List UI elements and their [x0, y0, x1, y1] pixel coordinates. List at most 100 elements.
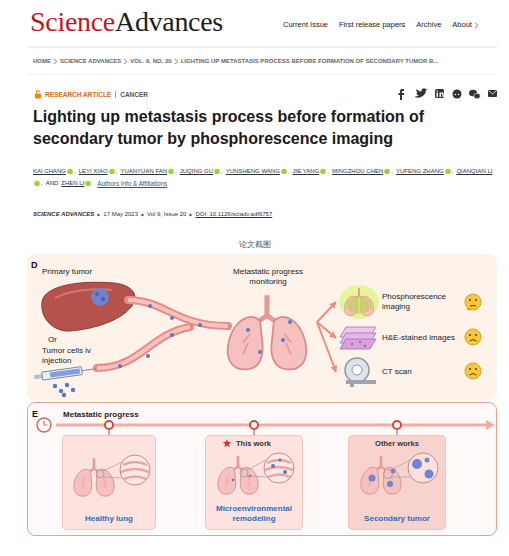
tumor-lung-illustration: [412, 459, 422, 469]
nav-link: Archive: [416, 20, 441, 30]
separator-dot: [138, 212, 147, 218]
phosphorescence-lung-icon: [346, 296, 372, 314]
orcid-icon: [281, 169, 287, 175]
social-icons: [399, 88, 498, 100]
he-slide-icon: [340, 339, 376, 349]
timeline-arrow: [56, 424, 486, 427]
author-name: LEYI XIAO: [79, 166, 108, 177]
panel-fill: [205, 435, 303, 530]
orcid-icon: [383, 168, 391, 175]
remodeling-lung-illustration: [264, 453, 294, 483]
author-name: YUANYUAN FAN: [120, 166, 167, 177]
emoji-face: [475, 368, 477, 370]
healthy-lung-illustration: [96, 470, 104, 478]
author-name: JUQING GU: [180, 166, 213, 177]
author-name: Authors Info & Affiliations: [97, 178, 167, 189]
orcid-icon: [167, 168, 175, 175]
header-rule: [27, 47, 497, 74]
ct-scanner-icon: [350, 384, 354, 387]
author-name: AND: [46, 178, 59, 189]
social-icons: [458, 94, 460, 96]
syringe-icon: [34, 374, 42, 379]
timeline-arrow: [250, 421, 258, 429]
timeline-arrow: [393, 421, 401, 429]
orcid-icon: [84, 180, 92, 187]
node-text: CT scan: [382, 367, 412, 377]
social-icons: [436, 90, 438, 92]
figure-label: Or: [48, 335, 57, 345]
remodeling-lung-illustration: [247, 460, 266, 470]
social-icons: [474, 93, 481, 98]
caption-anchor: 论文截图: [0, 233, 509, 251]
lung-illustration: [281, 338, 285, 342]
author-row: KAI CHANG,LEYI XIAO,YUANYUAN FAN,JUQING …: [33, 166, 499, 189]
author-name: ,: [221, 166, 223, 177]
orcid-icon: [109, 169, 115, 175]
figure-label: Primary tumor: [42, 267, 92, 277]
nav-row: Current IssueFirst release papersArchive…: [283, 20, 481, 30]
chevron-icon: [172, 58, 181, 65]
flow-arrow: [317, 322, 336, 372]
tumor-lung-illustration: [425, 470, 434, 479]
panel-fill: [27, 254, 497, 400]
chevron-icon: [175, 59, 178, 64]
tumor-lung-illustration: [425, 458, 430, 463]
liver-illustration: [101, 297, 105, 301]
tumor-cells: [59, 389, 63, 393]
syringe-icon: [42, 367, 83, 380]
timeline-arrow: [56, 420, 495, 436]
tumor-lung-illustration: [408, 453, 438, 483]
publication-meta: 17 May 2023: [103, 210, 138, 219]
clock-icon: [37, 418, 51, 432]
remodeling-lung-illustration: [232, 479, 235, 482]
orcid-icon: [67, 169, 73, 175]
separator-bar: [111, 90, 120, 99]
tumor-cells: [65, 383, 69, 387]
chevron-icon: [472, 22, 481, 29]
publication-meta: DOI: 10.1126/sciadv.adf6757: [195, 210, 272, 219]
phosphorescence-lung-icon: [339, 285, 379, 319]
panel-fill: [62, 435, 156, 530]
node-text: Metastatic progress: [63, 409, 139, 420]
chevron-icon: [54, 59, 57, 64]
separator-bar: [115, 91, 116, 98]
remodeling-lung-illustration: [247, 476, 266, 477]
orcid-icon: [66, 168, 74, 175]
syringe-icon: [50, 368, 80, 377]
meta-row: SCIENCE ADVANCES17 May 2023Vol 9, Issue …: [33, 210, 272, 219]
author-name: ,: [116, 166, 118, 177]
orcid-icon: [280, 168, 288, 175]
breadcrumb-item: SCIENCE ADVANCES: [60, 57, 121, 66]
tumor-lung-illustration: [391, 477, 410, 478]
he-slide-icon: [359, 341, 361, 343]
syringe-icon: [34, 365, 97, 382]
he-slide-icon: [364, 345, 366, 347]
healthy-lung-illustration: [103, 462, 122, 471]
author-name: ,: [41, 178, 43, 189]
liver-illustration: [95, 292, 99, 296]
emoji-face: [470, 340, 477, 342]
breadcrumb-item: HOME: [33, 57, 51, 66]
social-icons: [489, 91, 497, 95]
remodeling-lung-illustration: [283, 470, 287, 474]
panel-fill: [348, 435, 446, 530]
chevron-icon: [51, 58, 60, 65]
tumor-cells: [62, 393, 66, 397]
remodeling-lung-illustration: [265, 460, 293, 477]
timeline-arrow: [486, 420, 495, 430]
separator-dot: [141, 213, 143, 215]
stage-box: This workMicroenvironmental remodeling: [205, 435, 303, 530]
clock-icon: [44, 421, 48, 426]
lung-illustration: [258, 350, 262, 354]
label-anchor: Primary tumor: [42, 267, 92, 277]
readout-item: CT scan: [338, 356, 462, 388]
orcid-icon: [444, 168, 452, 175]
orcid-icon: [319, 168, 327, 175]
social-icons: [488, 90, 497, 97]
node-text: Other works: [375, 439, 419, 448]
node-text: D: [31, 260, 38, 271]
author-name: ,: [327, 166, 329, 177]
nav-link: About: [452, 20, 472, 30]
emoji-face: [469, 299, 471, 301]
emoji-face: [465, 329, 481, 345]
